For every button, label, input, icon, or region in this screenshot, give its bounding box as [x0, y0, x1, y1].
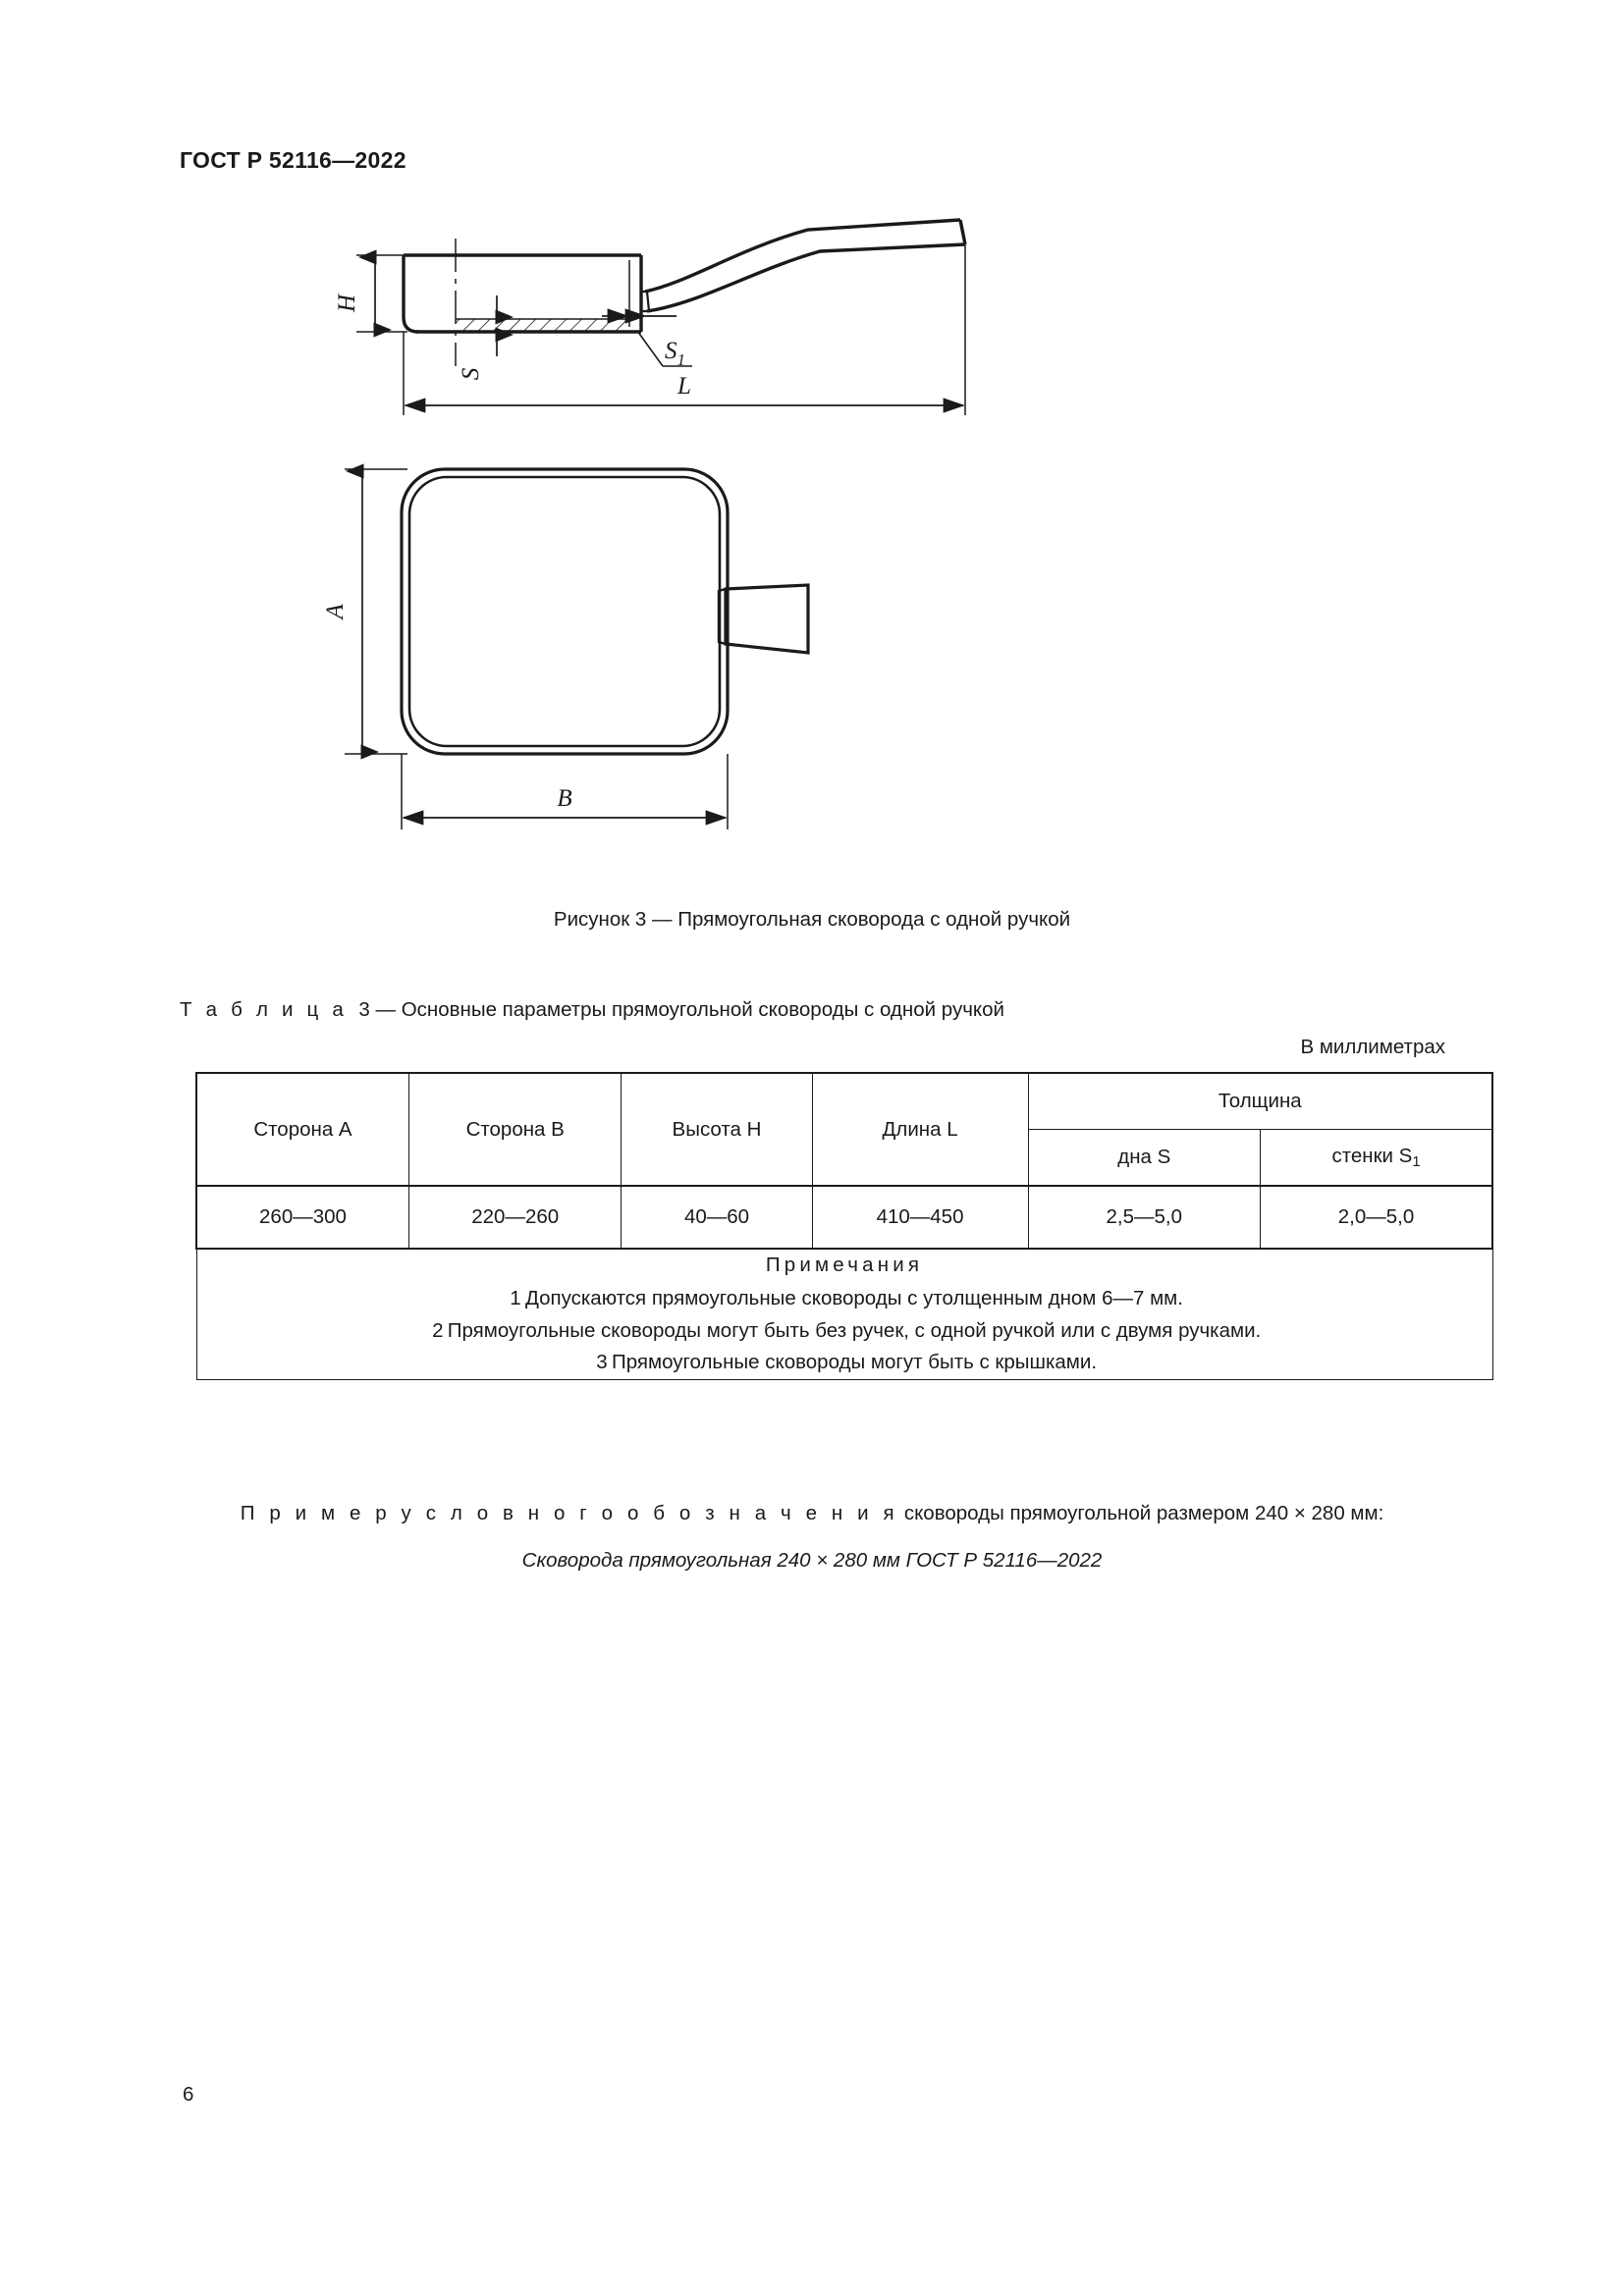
example-intro: П р и м е р у с л о в н о г о о б о з н …: [0, 1502, 1624, 1525]
header-thickness-bottom: дна S: [1027, 1129, 1262, 1187]
header-side-b: Сторона В: [407, 1072, 623, 1187]
dimension-label-S: S: [458, 367, 484, 380]
dimension-label-A: A: [322, 604, 349, 621]
plan-view: A B: [322, 463, 810, 829]
cell-side-a: 260—300: [194, 1185, 409, 1250]
document-header: ГОСТ Р 52116—2022: [180, 147, 406, 173]
cell-thickness-wall: 2,0—5,0: [1260, 1185, 1494, 1250]
cell-height: 40—60: [621, 1185, 813, 1250]
page-number: 6: [183, 2083, 194, 2106]
figure-3-drawing: H S S1 L: [180, 201, 1446, 908]
table-title-number: 3: [358, 998, 370, 1021]
header-thickness-wall: стенки S1: [1260, 1129, 1494, 1187]
header-length: Длина L: [811, 1072, 1029, 1187]
example-designation: Сковорода прямоугольная 240 × 280 мм ГОС…: [521, 1549, 1103, 1572]
table-header-row-2: дна S стенки S1: [196, 1129, 1494, 1187]
table-header-row-1: Сторона А Сторона В Высота H Длина L Тол…: [194, 1072, 1493, 1187]
cell-side-b: 220—260: [407, 1185, 623, 1250]
dimension-label-S1: S1: [665, 338, 685, 369]
parameters-table: Сторона А Сторона В Высота H Длина L Тол…: [194, 1072, 1494, 1380]
header-side-a: Сторона А: [194, 1072, 409, 1187]
cell-length: 410—450: [811, 1185, 1029, 1250]
table-data-row: 260—300 220—260 40—60 410—450 2,5—5,0 2,…: [194, 1185, 1494, 1250]
example-intro-rest: сковороды прямоугольной размером 240 × 2…: [903, 1502, 1384, 1524]
dimension-label-B: B: [557, 785, 571, 812]
figure-caption: Рисунок 3 — Прямоугольная сковорода с од…: [553, 908, 1071, 931]
table-title-prefix: Т а б л и ц а: [180, 998, 348, 1021]
dimension-label-H: H: [334, 293, 360, 313]
example-intro-spaced: П р и м е р у с л о в н о г о о б о з н …: [240, 1502, 899, 1524]
cell-thickness-bottom: 2,5—5,0: [1027, 1185, 1262, 1250]
table-title: Т а б л и ц а 3 — Основные параметры пря…: [180, 998, 1004, 1022]
table-title-rest: — Основные параметры прямоугольной сково…: [375, 998, 1004, 1021]
pan-technical-drawing-svg: H S S1 L: [322, 218, 967, 829]
header-height: Высота H: [621, 1072, 813, 1187]
header-thickness-group: Толщина: [1027, 1072, 1493, 1130]
side-section-view: H S S1 L: [334, 218, 967, 415]
table-units-note: В миллиметрах: [1300, 1036, 1445, 1058]
dimension-label-L: L: [677, 373, 691, 400]
notes-title: Примечания: [765, 1254, 924, 1276]
